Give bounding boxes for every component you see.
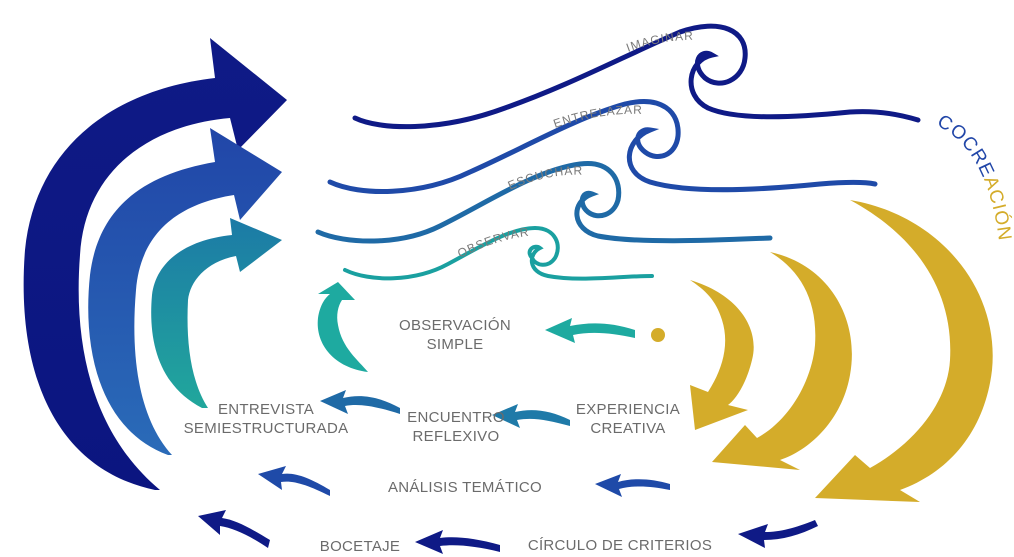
small-arrow-bocetaje-right <box>415 530 500 554</box>
gold-arrow-medium <box>712 252 852 470</box>
label-entrevista-line2: SEMIESTRUCTURADA <box>184 420 349 437</box>
small-arrow-circulo <box>738 520 818 548</box>
wave-label-escuchar: ESCUCHAR <box>506 164 583 193</box>
label-experiencia-line2: CREATIVA <box>590 420 665 437</box>
label-circulo-de-criterios: CÍRCULO DE CRITERIOS <box>528 537 712 554</box>
label-encuentro-line2: REFLEXIVO <box>413 428 500 445</box>
small-arrow-observacion <box>545 318 635 343</box>
label-experiencia-line1: EXPERIENCIA <box>576 401 680 418</box>
label-observacion-line2: SIMPLE <box>427 336 484 353</box>
small-arrow-encuentro <box>320 390 400 414</box>
label-analisis-tematico: ANÁLISIS TEMÁTICO <box>388 479 542 496</box>
label-observacion-line1: OBSERVACIÓN <box>399 317 511 334</box>
left-arrow-medium <box>88 128 282 455</box>
left-arrow-small <box>151 218 282 408</box>
label-entrevista-line1: ENTREVISTA <box>218 401 314 418</box>
teal-curved-arrow <box>317 282 368 372</box>
dot-start <box>651 328 665 342</box>
label-bocetaje: BOCETAJE <box>320 538 400 555</box>
small-arrow-analisis-left <box>258 466 330 496</box>
wave-observar: OBSERVAR <box>343 225 654 281</box>
left-arrow-large <box>23 38 288 490</box>
wave-label-imaginar: IMAGINAR <box>624 29 694 55</box>
label-encuentro-line1: ENCUENTRO <box>407 409 505 426</box>
wave-label-entrelazar: ENTRELAZAR <box>552 103 643 131</box>
gold-arrow-large <box>815 200 993 502</box>
gold-arrow-small <box>690 280 754 430</box>
small-arrow-analisis-right <box>595 474 670 497</box>
small-arrow-bocetaje-left <box>198 510 270 548</box>
small-arrow-experiencia <box>492 404 570 428</box>
